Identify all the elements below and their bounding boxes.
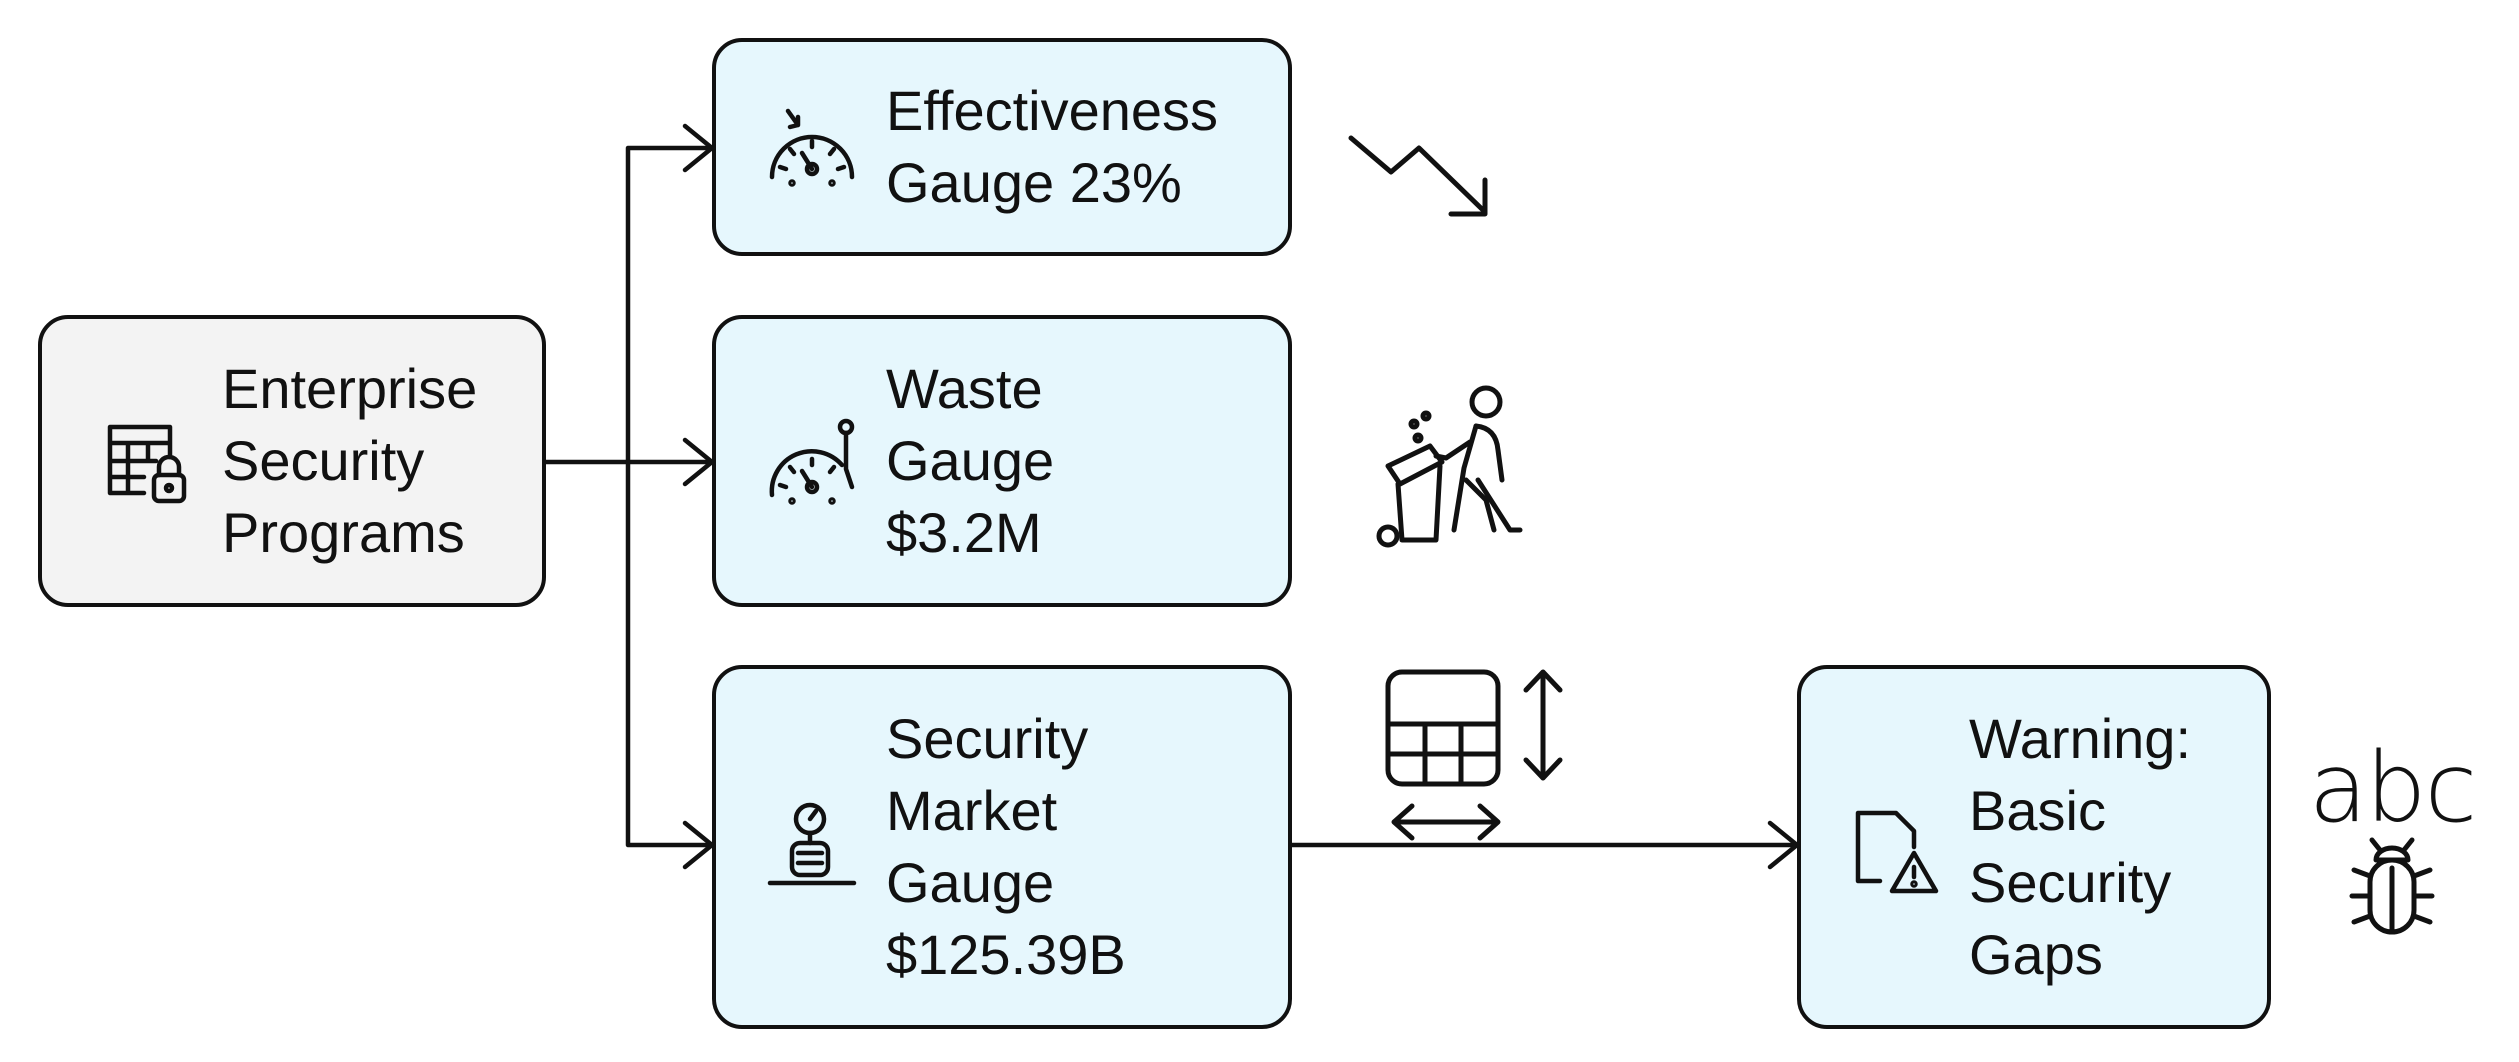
label-line: Gauge 23% bbox=[886, 151, 1182, 214]
label-line: $125.39B bbox=[886, 923, 1126, 986]
label-line: Gauge bbox=[886, 429, 1055, 492]
scale-icon bbox=[738, 797, 886, 897]
node-effectiveness-gauge: Effectiveness Gauge 23% bbox=[712, 38, 1292, 256]
edge-enterprise-market bbox=[625, 459, 713, 848]
label-line: Effectiveness bbox=[886, 79, 1219, 142]
node-waste-gauge: Waste Gauge $3.2M bbox=[712, 315, 1292, 607]
label-line: $3.2M bbox=[886, 501, 1042, 564]
spell-text: abc bbox=[2308, 732, 2478, 844]
node-warning-basic-security-gaps: Warning: Basic Security Gaps bbox=[1797, 665, 2271, 1029]
file-warning-icon bbox=[1819, 797, 1969, 897]
label-line: Gaps bbox=[1969, 923, 2103, 986]
node-enterprise-security-programs: Enterprise Security Programs bbox=[38, 315, 546, 607]
node-label: Warning: Basic Security Gaps bbox=[1969, 703, 2191, 991]
label-line: Security bbox=[886, 707, 1089, 770]
label-line: Enterprise bbox=[222, 357, 478, 420]
node-label: Effectiveness Gauge 23% bbox=[886, 75, 1218, 219]
spellcheck-bug-icon: abc bbox=[2292, 740, 2492, 946]
label-line: Waste bbox=[886, 357, 1043, 420]
node-label: Waste Gauge $3.2M bbox=[886, 353, 1054, 569]
label-line: Programs bbox=[222, 501, 465, 564]
table-lock-icon bbox=[70, 413, 222, 509]
label-line: Warning: bbox=[1969, 707, 2192, 770]
gauge-arrow-icon bbox=[738, 97, 886, 197]
table-resize-icon bbox=[1378, 664, 1578, 854]
node-label: Security Market Gauge $125.39B bbox=[886, 703, 1126, 991]
person-trash-icon bbox=[1370, 380, 1540, 560]
edge-enterprise-effectiveness bbox=[625, 145, 713, 465]
trend-down-icon bbox=[1345, 128, 1505, 233]
label-line: Market bbox=[886, 779, 1058, 842]
label-line: Gauge bbox=[886, 851, 1055, 914]
gauge-pin-icon bbox=[738, 411, 886, 511]
label-line: Security bbox=[222, 429, 425, 492]
label-line: Basic bbox=[1969, 779, 2106, 842]
node-label: Enterprise Security Programs bbox=[222, 353, 477, 569]
node-security-market-gauge: Security Market Gauge $125.39B bbox=[712, 665, 1292, 1029]
label-line: Security bbox=[1969, 851, 2172, 914]
